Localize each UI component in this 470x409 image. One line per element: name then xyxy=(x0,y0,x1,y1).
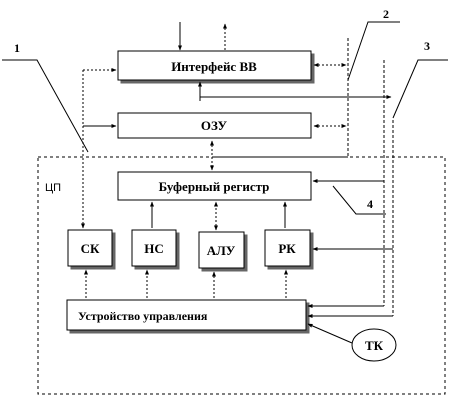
buffer-register-label: Буферный регистр xyxy=(159,179,270,194)
buffer-register-block: Буферный регистр xyxy=(117,171,312,201)
tk-label: ТК xyxy=(365,338,384,353)
callout-4: 4 xyxy=(367,197,373,211)
io-interface-block: Интерфейс ВВ xyxy=(117,50,312,81)
sk-block: СК xyxy=(67,229,113,267)
ns-block: НС xyxy=(131,229,177,267)
rk-label: РК xyxy=(278,241,296,256)
control-unit-label: Устройство управления xyxy=(78,309,208,323)
rk-block: РК xyxy=(264,229,311,267)
connections xyxy=(81,63,393,344)
tk-block: ТК xyxy=(351,328,397,362)
alu-label: АЛУ xyxy=(207,243,236,258)
alu-block: АЛУ xyxy=(198,231,245,269)
system-bus xyxy=(347,38,394,316)
cpu-region-label: ЦП xyxy=(45,182,61,194)
ram-label: ОЗУ xyxy=(201,118,228,133)
io-interface-label: Интерфейс ВВ xyxy=(171,59,257,74)
sk-label: СК xyxy=(81,241,100,256)
callout-2: 2 xyxy=(383,7,389,21)
ns-label: НС xyxy=(144,241,164,256)
control-unit-block: Устройство управления xyxy=(66,299,307,331)
ram-block: ОЗУ xyxy=(117,112,312,139)
io-external-arrows xyxy=(178,22,227,51)
callout-1: 1 xyxy=(14,41,20,55)
callout-leaders xyxy=(2,21,448,215)
cpu-region xyxy=(37,156,446,395)
callout-3: 3 xyxy=(424,39,430,53)
